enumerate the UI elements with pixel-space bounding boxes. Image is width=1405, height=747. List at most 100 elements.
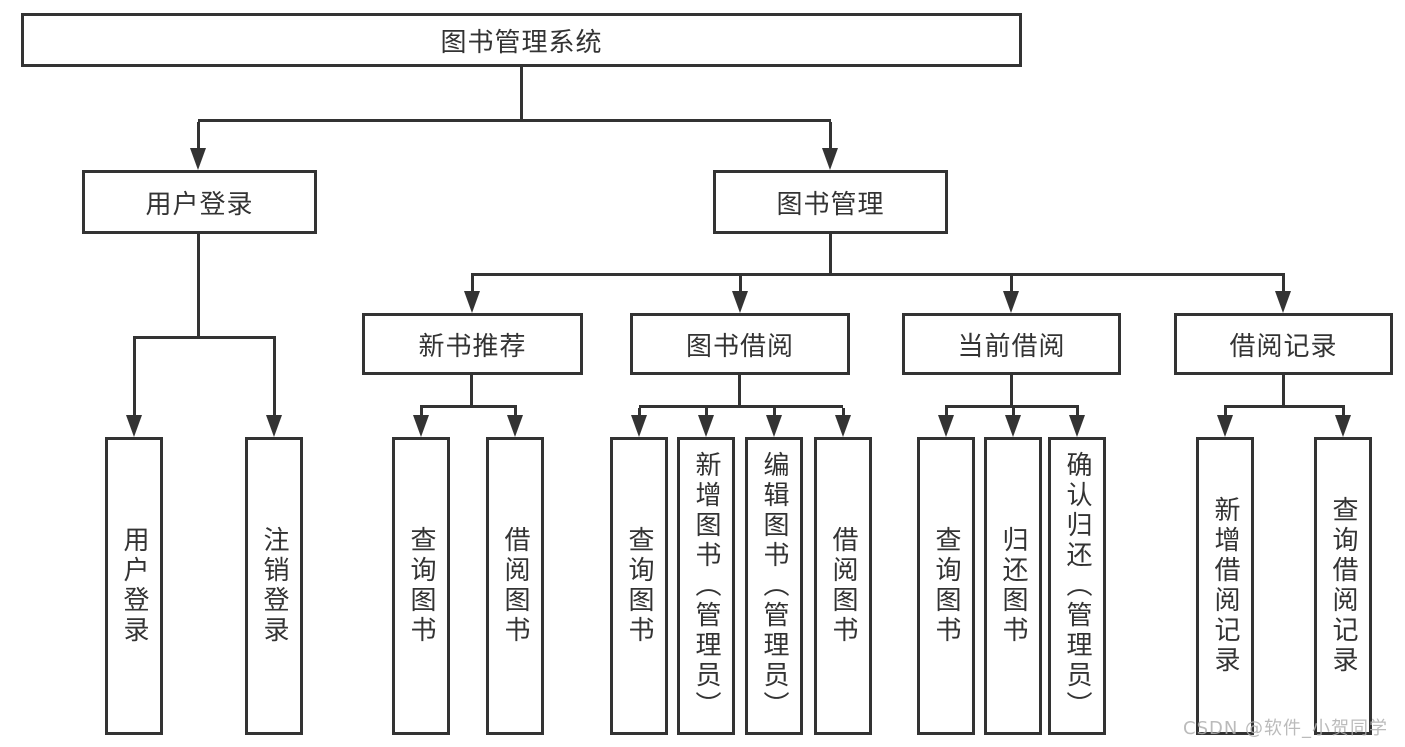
connector-line <box>1075 408 1079 415</box>
node-label: 归还图书 <box>998 526 1028 646</box>
connector-arrow <box>1217 408 1233 437</box>
connector-line <box>420 405 517 408</box>
node-leaf-query-books-3: 查询图书 <box>917 437 975 735</box>
node-book-management: 图书管理 <box>713 170 948 234</box>
connector-line <box>1010 375 1013 405</box>
connector-line <box>198 119 831 122</box>
node-label: 借阅图书 <box>500 526 530 646</box>
arrow-down-icon <box>507 415 523 437</box>
connector-line <box>639 405 843 408</box>
connector-line <box>471 273 1285 276</box>
connector-arrow <box>507 408 523 437</box>
node-label: 编辑图书（管理员） <box>759 451 789 721</box>
node-root-system: 图书管理系统 <box>21 13 1022 67</box>
connector-arrow <box>698 408 714 437</box>
arrow-down-icon <box>732 291 748 313</box>
node-label: 新书推荐 <box>418 331 527 362</box>
connector-arrow <box>631 408 647 437</box>
connector-arrow <box>766 408 782 437</box>
arrow-down-icon <box>1003 291 1019 313</box>
node-label: 借阅图书 <box>828 526 858 646</box>
arrow-down-icon <box>1275 291 1291 313</box>
node-leaf-user-login: 用户登录 <box>105 437 163 735</box>
arrow-down-icon <box>835 415 851 437</box>
connector-line <box>772 408 776 415</box>
node-label: 图书管理系统 <box>440 27 603 58</box>
connector-line <box>419 408 423 415</box>
connector-line <box>1009 276 1013 291</box>
node-leaf-add-book-admin: 新增图书（管理员） <box>677 437 735 735</box>
connector-arrow <box>1003 276 1019 313</box>
connector-line <box>945 405 1079 408</box>
node-label: 当前借阅 <box>957 331 1066 362</box>
connector-arrow <box>1335 408 1351 437</box>
arrow-down-icon <box>190 148 206 170</box>
connector-line <box>1011 408 1015 415</box>
node-label: 新增图书（管理员） <box>691 451 721 721</box>
node-label: 用户登录 <box>119 526 149 646</box>
connector-arrow <box>938 408 954 437</box>
node-leaf-add-borrow-record: 新增借阅记录 <box>1196 437 1254 735</box>
arrow-down-icon <box>1069 415 1085 437</box>
node-label: 查询图书 <box>406 526 436 646</box>
arrow-down-icon <box>413 415 429 437</box>
node-leaf-query-books-1: 查询图书 <box>392 437 450 735</box>
node-leaf-confirm-return-admin: 确认归还（管理员） <box>1048 437 1106 735</box>
connector-line <box>841 408 845 415</box>
arrow-down-icon <box>938 415 954 437</box>
node-current-borrowing: 当前借阅 <box>902 313 1121 375</box>
connector-line <box>704 408 708 415</box>
node-new-book-recommend: 新书推荐 <box>362 313 583 375</box>
node-borrowing-records: 借阅记录 <box>1174 313 1393 375</box>
node-leaf-query-borrow-record: 查询借阅记录 <box>1314 437 1372 735</box>
csdn-watermark: CSDN @软件_小贺同学 <box>1183 718 1389 739</box>
arrow-down-icon <box>126 415 142 437</box>
connector-line <box>828 122 832 148</box>
connector-line <box>1281 276 1285 291</box>
connector-line <box>944 408 948 415</box>
connector-line <box>1223 408 1227 415</box>
node-label: 借阅记录 <box>1229 331 1338 362</box>
connector-line <box>637 408 641 415</box>
node-leaf-query-books-2: 查询图书 <box>610 437 668 735</box>
arrow-down-icon <box>464 291 480 313</box>
connector-line <box>196 122 200 148</box>
connector-line <box>470 375 473 405</box>
node-label: 图书借阅 <box>685 331 794 362</box>
node-label: 确认归还（管理员） <box>1062 451 1092 721</box>
connector-line <box>829 234 832 273</box>
node-label: 用户登录 <box>145 189 254 220</box>
connector-arrow <box>126 339 142 437</box>
connector-line <box>1341 408 1345 415</box>
connector-arrow <box>464 276 480 313</box>
connector-line <box>1282 375 1285 405</box>
connector-line <box>132 339 136 415</box>
connector-line <box>520 67 523 119</box>
arrow-down-icon <box>1335 415 1351 437</box>
connector-line <box>1224 405 1345 408</box>
node-leaf-borrow-books-1: 借阅图书 <box>486 437 544 735</box>
node-leaf-borrow-books-2: 借阅图书 <box>814 437 872 735</box>
connector-line <box>738 276 742 291</box>
node-label: 查询图书 <box>931 526 961 646</box>
node-leaf-return-book: 归还图书 <box>984 437 1042 735</box>
connector-arrow <box>732 276 748 313</box>
arrow-down-icon <box>266 415 282 437</box>
arrow-down-icon <box>1005 415 1021 437</box>
connector-line <box>133 336 276 339</box>
node-label: 查询借阅记录 <box>1328 496 1358 676</box>
connector-arrow <box>190 122 206 170</box>
node-leaf-edit-book-admin: 编辑图书（管理员） <box>745 437 803 735</box>
node-label: 新增借阅记录 <box>1210 496 1240 676</box>
connector-line <box>197 234 200 336</box>
node-label: 查询图书 <box>624 526 654 646</box>
connector-line <box>470 276 474 291</box>
node-label: 图书管理 <box>776 189 885 220</box>
connector-line <box>272 339 276 415</box>
connector-arrow <box>1069 408 1085 437</box>
connector-line <box>738 375 741 405</box>
connector-arrow <box>1005 408 1021 437</box>
node-label: 注销登录 <box>259 526 289 646</box>
connector-arrow <box>835 408 851 437</box>
